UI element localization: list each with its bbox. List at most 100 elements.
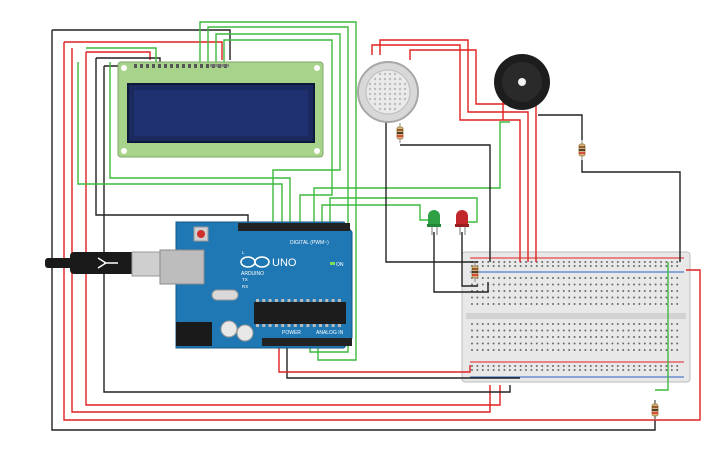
usb-cable-end (45, 258, 73, 268)
capacitor (236, 324, 254, 342)
breadboard-hole (552, 277, 554, 279)
breadboard-hole (670, 336, 673, 338)
chip-pin (287, 299, 291, 302)
breadboard-hole (546, 365, 549, 367)
buzzer-hole (518, 78, 526, 86)
breadboard-hole (643, 349, 646, 351)
breadboard-hole (622, 342, 625, 345)
breadboard-hole (676, 342, 679, 345)
breadboard-hole (508, 365, 511, 367)
wire-black-lcd-gnd (52, 29, 231, 60)
mesh-dot (398, 97, 402, 101)
breadboard-hole (622, 365, 625, 367)
breadboard-hole (595, 329, 598, 332)
breadboard-hole (595, 261, 598, 263)
resistor-led (471, 262, 479, 282)
breadboard-hole (514, 290, 517, 292)
breadboard-hole (568, 336, 571, 338)
mesh-dot (378, 77, 382, 81)
breadboard-hole (611, 261, 614, 263)
breadboard-hole (584, 283, 587, 286)
mesh-dot (383, 102, 387, 106)
tx-label: TX (242, 277, 248, 282)
breadboard-hole (643, 261, 646, 263)
breadboard-hole (514, 336, 517, 338)
breadboard-hole (606, 290, 608, 292)
breadboard-hole (600, 369, 603, 371)
breadboard-hole (541, 329, 544, 332)
breadboard-hole (541, 365, 544, 367)
mesh-dot (398, 102, 402, 106)
resistor-band (579, 146, 585, 148)
breadboard-hole (503, 336, 506, 338)
breadboard-hole (600, 277, 603, 279)
breadboard-hole (562, 283, 565, 286)
breadboard-hole (670, 342, 673, 345)
breadboard-hole (476, 349, 479, 351)
breadboard-hole (573, 349, 576, 351)
breadboard-hole (541, 261, 544, 263)
breadboard-hole (503, 365, 506, 367)
breadboard-hole (622, 290, 625, 292)
breadboard-hole (616, 265, 619, 267)
breadboard-hole (481, 342, 484, 345)
breadboard-hole (508, 303, 511, 305)
breadboard-hole (676, 283, 679, 286)
lcd-pin (170, 64, 173, 68)
breadboard-hole (525, 283, 527, 286)
resistor-band (472, 271, 478, 273)
breadboard-hole (546, 329, 549, 332)
breadboard-hole (519, 342, 522, 345)
breadboard-hole (530, 365, 533, 367)
breadboard-hole (498, 296, 500, 299)
breadboard-hole (627, 349, 630, 351)
breadboard-hole (503, 290, 506, 292)
breadboard-hole (498, 277, 500, 279)
lcd-pin (218, 64, 221, 68)
breadboard-hole (579, 329, 581, 332)
breadboard-hole (541, 265, 544, 267)
resistor-band (472, 274, 478, 276)
breadboard-hole (535, 303, 538, 305)
breadboard-hole (519, 283, 522, 286)
lcd-pin-label (219, 64, 221, 67)
breadboard-hole (616, 323, 619, 325)
breadboard-hole (600, 349, 603, 351)
breadboard-hole (541, 349, 544, 351)
breadboard-hole (589, 342, 592, 345)
breadboard-hole (595, 349, 598, 351)
wire-red-outer-loop (63, 42, 701, 421)
breadboard-hole (476, 329, 479, 332)
chip-pin (268, 299, 272, 302)
breadboard-hole (535, 296, 538, 299)
lcd-mount-hole (314, 148, 320, 154)
mesh-dot (388, 82, 392, 86)
breadboard-hole (649, 277, 652, 279)
breadboard-hole (611, 369, 614, 371)
breadboard-hole (660, 369, 662, 371)
wire-green-4 (86, 47, 157, 62)
breadboard-hole (508, 265, 511, 267)
breadboard-hole (665, 283, 668, 286)
wire-red-breadboard (85, 52, 501, 406)
breadboard-hole (584, 296, 587, 299)
on-led (330, 262, 335, 265)
mesh-dot (383, 107, 387, 111)
breadboard-hole (476, 336, 479, 338)
sensor-mesh (368, 72, 407, 111)
breadboard-hole (481, 296, 484, 299)
breadboard-hole (665, 296, 668, 299)
breadboard-hole (508, 336, 511, 338)
reset-button-cap (197, 230, 205, 238)
mesh-dot (393, 92, 397, 96)
breadboard-hole (471, 336, 473, 338)
breadboard-hole (498, 365, 500, 367)
breadboard-hole (546, 342, 549, 345)
mesh-dot (388, 92, 392, 96)
breadboard-hole (535, 336, 538, 338)
breadboard-hole (557, 365, 560, 367)
breadboard-hole (665, 323, 668, 325)
breadboard-hole (557, 303, 560, 305)
breadboard-hole (665, 349, 668, 351)
